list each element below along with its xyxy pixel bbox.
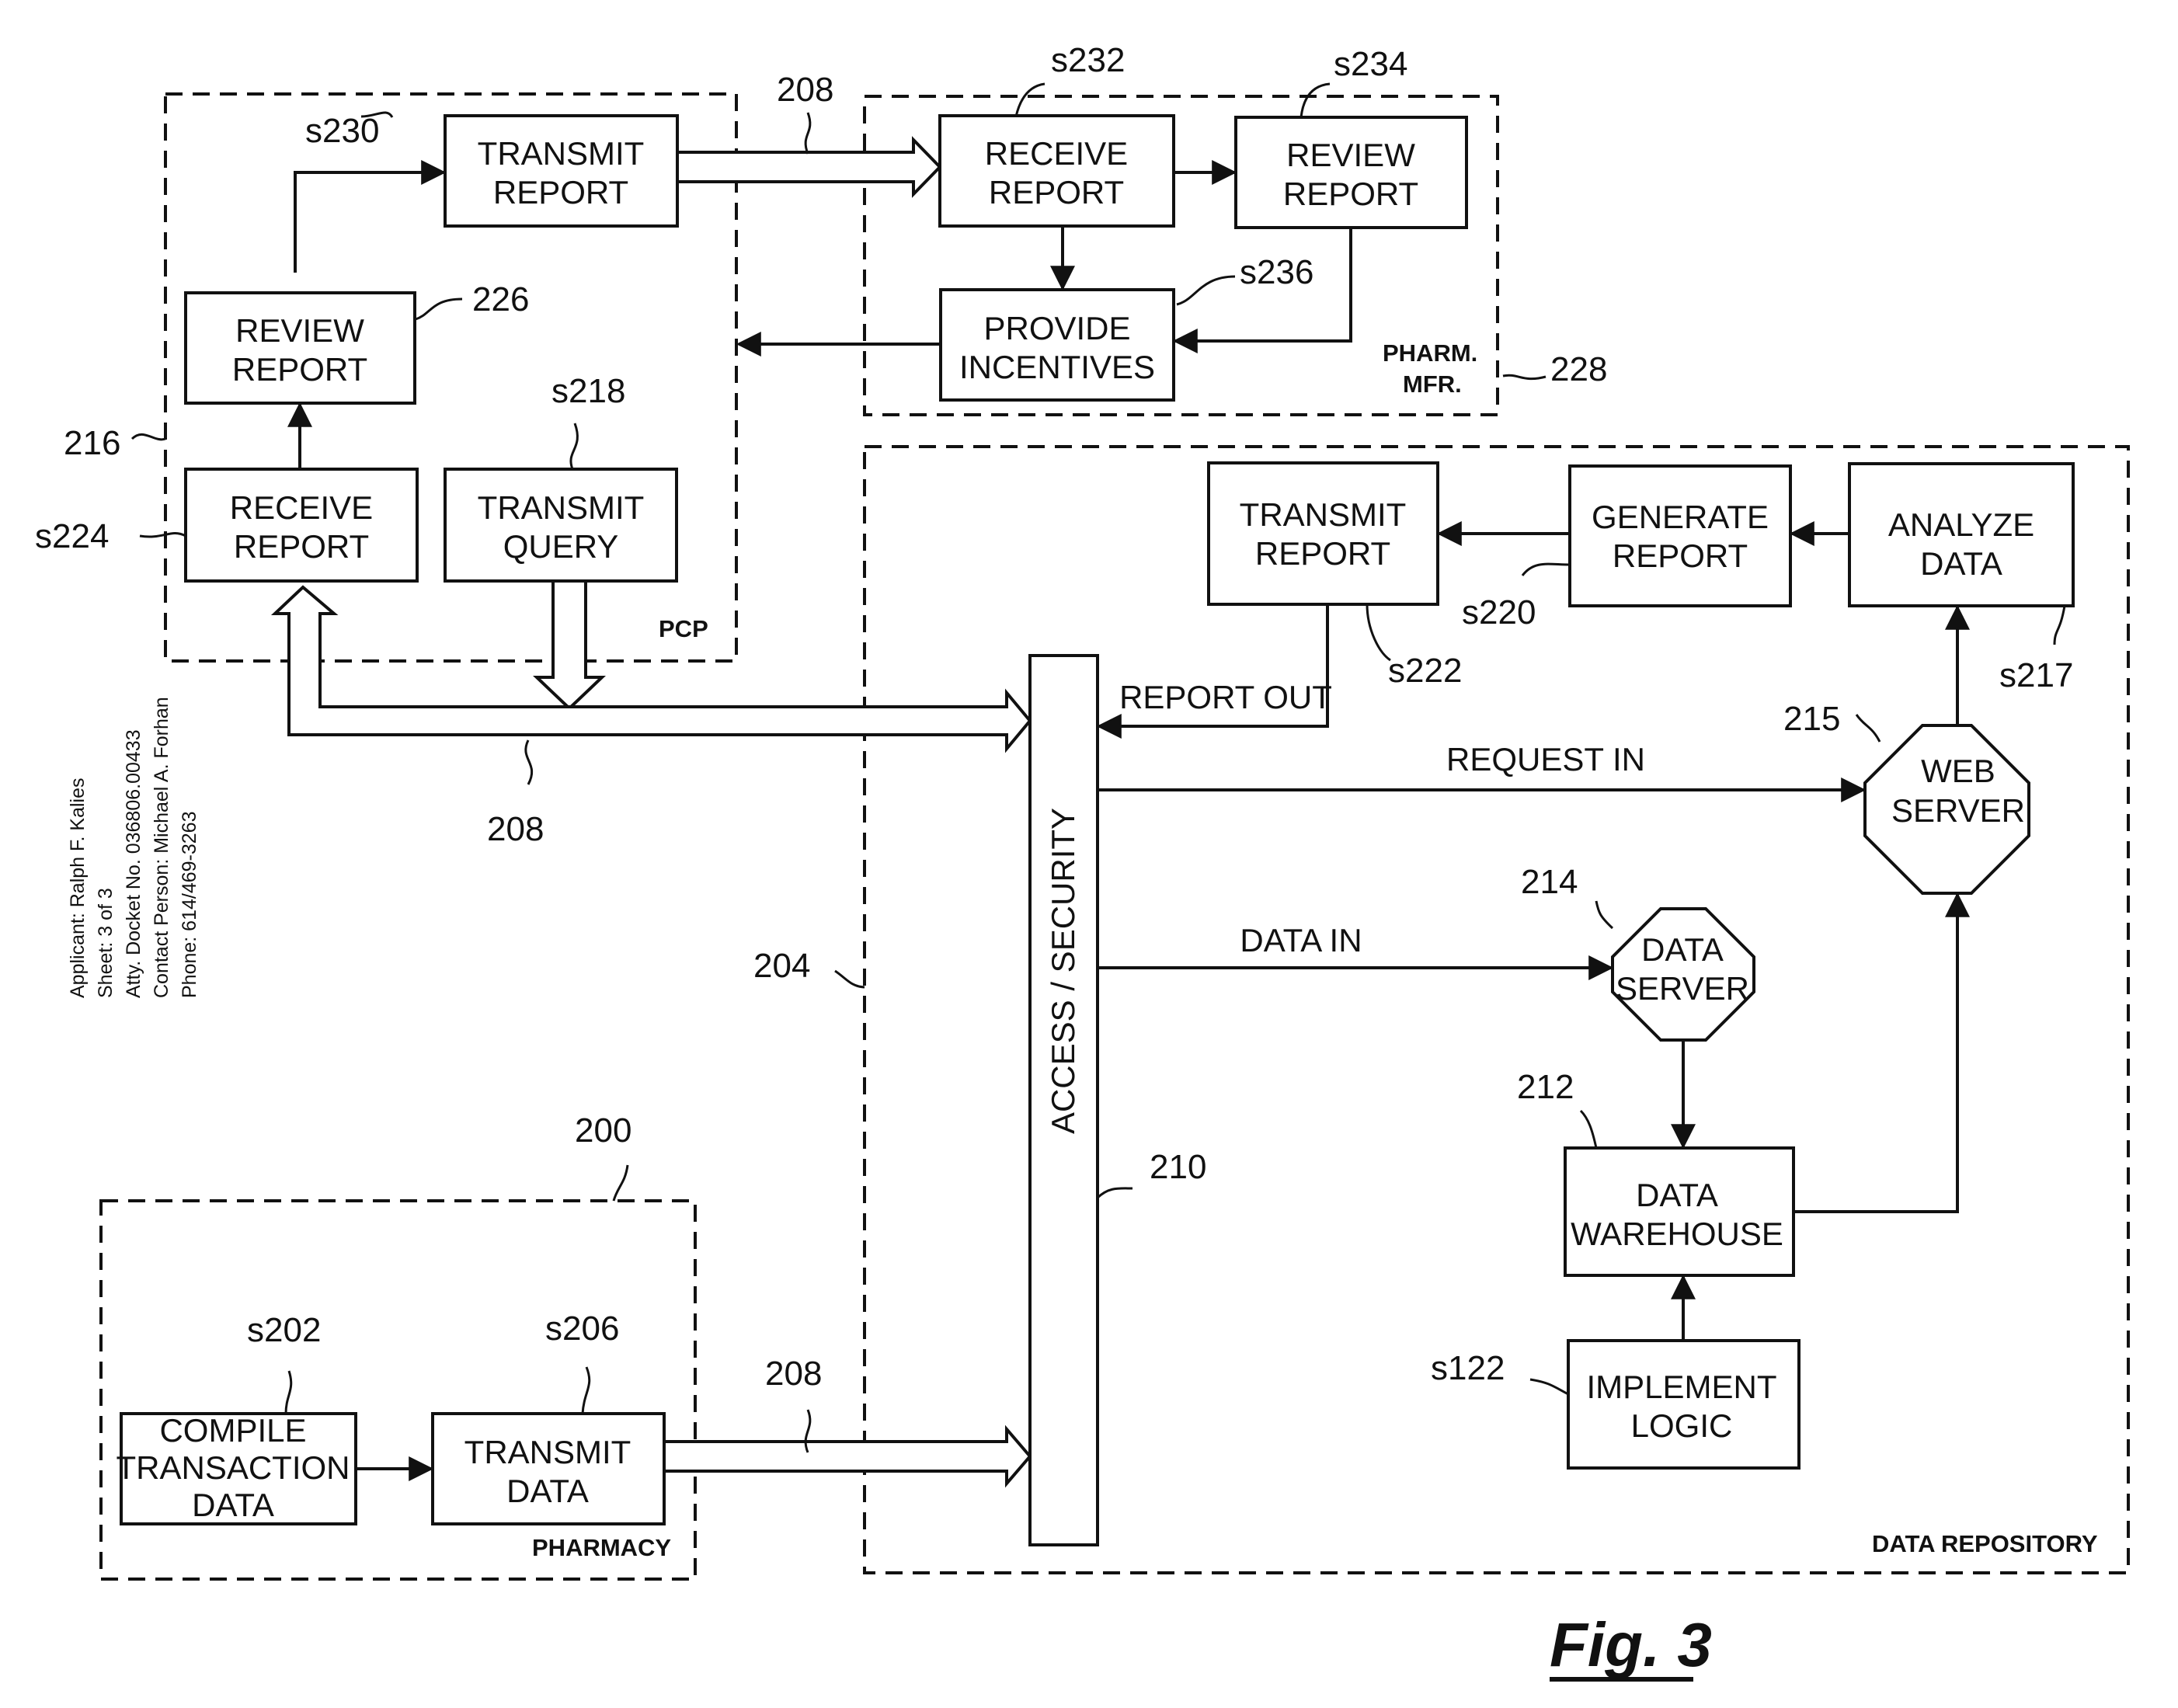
svg-text:REPORT: REPORT	[232, 351, 367, 388]
applicant-info-block: Applicant: Ralph F. Kalies Sheet: 3 of 3…	[67, 697, 200, 998]
box-mfr-receive-report: RECEIVE REPORT	[940, 116, 1174, 226]
svg-text:WEB: WEB	[1921, 753, 1995, 789]
ref-s217: s217	[1999, 656, 2073, 694]
web-server-octagon: WEB SERVER	[1865, 725, 2029, 893]
ref-226: 226	[472, 280, 529, 318]
ref-216: 216	[64, 424, 120, 462]
svg-text:SERVER: SERVER	[1616, 970, 1749, 1007]
ref-210: 210	[1150, 1148, 1206, 1186]
figure-label: Fig. 3	[1550, 1610, 1712, 1679]
svg-text:REPORT: REPORT	[1613, 537, 1748, 574]
region-label-pharm-mfr-line1: PHARM.	[1383, 339, 1477, 367]
ref-208-top: 208	[777, 71, 833, 109]
hollow-arrow-208-bottom	[664, 1429, 1030, 1484]
ref-s224: s224	[35, 517, 109, 555]
svg-text:TRANSMIT: TRANSMIT	[478, 135, 645, 172]
ref-s222: s222	[1388, 652, 1462, 690]
box-repo-analyze-data: ANALYZE DATA	[1849, 464, 2073, 606]
svg-text:RECEIVE: RECEIVE	[985, 135, 1128, 172]
box-pcp-receive-report: RECEIVE REPORT	[186, 469, 417, 581]
ref-s232: s232	[1051, 41, 1125, 79]
docket-line: Atty. Docket No. 036806.00433	[123, 729, 144, 998]
ref-228: 228	[1550, 350, 1607, 388]
access-security-label: ACCESS / SECURITY	[1045, 808, 1081, 1134]
svg-text:TRANSMIT: TRANSMIT	[478, 489, 645, 526]
svg-text:DATA: DATA	[1641, 931, 1724, 968]
box-pcp-review-report: REVIEW REPORT	[186, 293, 415, 403]
svg-text:DATA: DATA	[192, 1487, 274, 1523]
box-repo-transmit-report: TRANSMIT REPORT	[1209, 463, 1438, 604]
box-mfr-review-report: REVIEW REPORT	[1236, 117, 1466, 228]
box-mfr-provide-incentives: PROVIDE INCENTIVES	[941, 290, 1174, 400]
ref-200: 200	[575, 1111, 631, 1150]
data-server-octagon: DATA SERVER	[1613, 909, 1754, 1040]
svg-text:DATA: DATA	[1636, 1177, 1718, 1213]
svg-text:TRANSMIT: TRANSMIT	[464, 1434, 631, 1470]
svg-text:REPORT: REPORT	[493, 174, 628, 210]
box-repo-generate-report: GENERATE REPORT	[1570, 466, 1790, 606]
svg-text:REPORT: REPORT	[1283, 176, 1418, 212]
region-label-pcp: PCP	[659, 615, 708, 642]
ref-s218: s218	[551, 372, 625, 410]
ref-s220: s220	[1462, 593, 1536, 631]
svg-text:DATA: DATA	[1920, 545, 2002, 582]
svg-text:IMPLEMENT: IMPLEMENT	[1586, 1369, 1776, 1405]
svg-text:WAREHOUSE: WAREHOUSE	[1571, 1216, 1783, 1252]
region-label-pharmacy: PHARMACY	[532, 1534, 671, 1561]
svg-text:DATA: DATA	[506, 1473, 589, 1509]
contact-line: Contact Person: Michael A. Forhan	[151, 697, 172, 998]
svg-text:REPORT: REPORT	[1255, 535, 1390, 572]
flow-label-request-in: REQUEST IN	[1446, 741, 1645, 777]
box-implement-logic: IMPLEMENT LOGIC	[1568, 1341, 1799, 1468]
svg-text:REVIEW: REVIEW	[235, 312, 364, 349]
ref-204: 204	[753, 947, 810, 985]
arrow-warehouse-to-web	[1794, 895, 1957, 1212]
ref-212: 212	[1517, 1068, 1574, 1106]
sheet-line: Sheet: 3 of 3	[95, 888, 117, 998]
svg-text:SERVER: SERVER	[1891, 792, 2025, 829]
svg-text:LOGIC: LOGIC	[1631, 1407, 1733, 1444]
ref-208-bottom: 208	[765, 1355, 822, 1393]
hollow-arrow-208-middle	[275, 587, 1030, 749]
svg-text:REVIEW: REVIEW	[1286, 137, 1415, 173]
region-label-data-repository: DATA REPOSITORY	[1872, 1530, 2098, 1557]
region-label-pharm-mfr-line2: MFR.	[1403, 370, 1462, 398]
svg-text:RECEIVE: RECEIVE	[230, 489, 373, 526]
flow-label-data-in: DATA IN	[1240, 922, 1362, 958]
ref-s202: s202	[247, 1311, 321, 1349]
svg-text:COMPILE: COMPILE	[159, 1412, 306, 1449]
ref-208-mid: 208	[487, 810, 544, 848]
ref-214: 214	[1521, 863, 1578, 901]
svg-text:ANALYZE: ANALYZE	[1888, 506, 2034, 543]
flow-label-report-out: REPORT OUT	[1119, 679, 1332, 715]
hollow-arrow-208-top	[677, 140, 940, 194]
box-data-warehouse: DATA WAREHOUSE	[1565, 1148, 1794, 1275]
hollow-arrow-transmit-query	[537, 579, 602, 708]
ref-s234: s234	[1334, 45, 1407, 83]
box-transmit-data: TRANSMIT DATA	[433, 1414, 664, 1524]
phone-line: Phone: 614/469-3263	[179, 812, 200, 999]
svg-text:INCENTIVES: INCENTIVES	[959, 349, 1155, 385]
ref-s236: s236	[1240, 253, 1313, 291]
svg-text:TRANSACTION: TRANSACTION	[116, 1449, 350, 1486]
svg-text:QUERY: QUERY	[503, 528, 619, 565]
ref-s230: s230	[305, 112, 379, 150]
ref-s122: s122	[1431, 1349, 1505, 1387]
svg-text:REPORT: REPORT	[234, 528, 369, 565]
svg-text:GENERATE: GENERATE	[1592, 499, 1769, 535]
svg-text:REPORT: REPORT	[989, 174, 1124, 210]
ref-215: 215	[1783, 700, 1840, 738]
box-pcp-transmit-report: TRANSMIT REPORT	[445, 116, 677, 226]
ref-s206: s206	[545, 1310, 619, 1348]
arrow-review-to-transmit	[295, 172, 444, 273]
box-pcp-transmit-query: TRANSMIT QUERY	[445, 469, 677, 581]
svg-text:PROVIDE: PROVIDE	[983, 310, 1130, 346]
applicant-line: Applicant: Ralph F. Kalies	[67, 778, 89, 998]
svg-text:TRANSMIT: TRANSMIT	[1240, 496, 1407, 533]
box-compile-transaction-data: COMPILE TRANSACTION DATA	[116, 1412, 356, 1524]
